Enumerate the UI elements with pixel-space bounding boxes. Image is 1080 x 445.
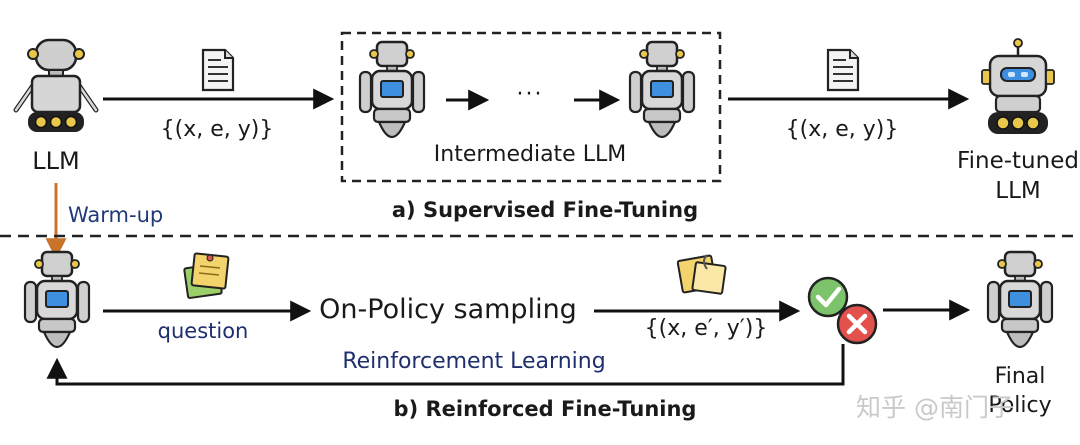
final-policy-label-line1: Final: [994, 364, 1046, 389]
cross-icon: [836, 303, 878, 345]
check-icon: [807, 276, 849, 318]
question-label: question: [157, 319, 249, 343]
triple-sampled-label: {(x, e′, y′)}: [644, 316, 768, 341]
on-policy-sampling-label: On-Policy sampling: [319, 294, 577, 325]
finetuned-label-line2: LLM: [995, 178, 1041, 204]
watermark: 知乎 @南门子: [856, 393, 1014, 422]
finetuned-label-line1: Fine-tuned: [957, 148, 1079, 174]
intermediate-robot-icon-1: [358, 40, 426, 139]
reinforcement-loop-arrow: [46, 344, 845, 386]
llm-label: LLM: [32, 147, 80, 175]
intermediate-llm-box: [340, 31, 722, 183]
warmup-label: Warm-up: [68, 203, 164, 227]
llm-robot-icon: [16, 40, 96, 132]
reinforcement-learning-label: Reinforcement Learning: [342, 349, 606, 374]
document-icon: [826, 48, 860, 92]
policy-robot-icon: [23, 250, 91, 349]
reinforced-caption: b) Reinforced Fine-Tuning: [393, 397, 697, 421]
document-icon: [201, 48, 235, 92]
finetuned-robot-icon: [980, 37, 1056, 136]
intermediate-robot-icon-2: [628, 40, 696, 139]
ellipsis-label: ···: [516, 82, 544, 107]
sticky-note-icon: [676, 254, 727, 295]
final-policy-robot-icon: [986, 250, 1054, 349]
supervised-caption: a) Supervised Fine-Tuning: [391, 198, 699, 222]
triple-out-label: {(x, e, y)}: [785, 117, 899, 142]
final-policy-label-line2: Policy: [988, 393, 1052, 418]
intermediate-llm-label: Intermediate LLM: [433, 142, 627, 167]
sticky-note-icon: [183, 252, 230, 299]
triple-in-label: {(x, e, y)}: [160, 117, 274, 142]
